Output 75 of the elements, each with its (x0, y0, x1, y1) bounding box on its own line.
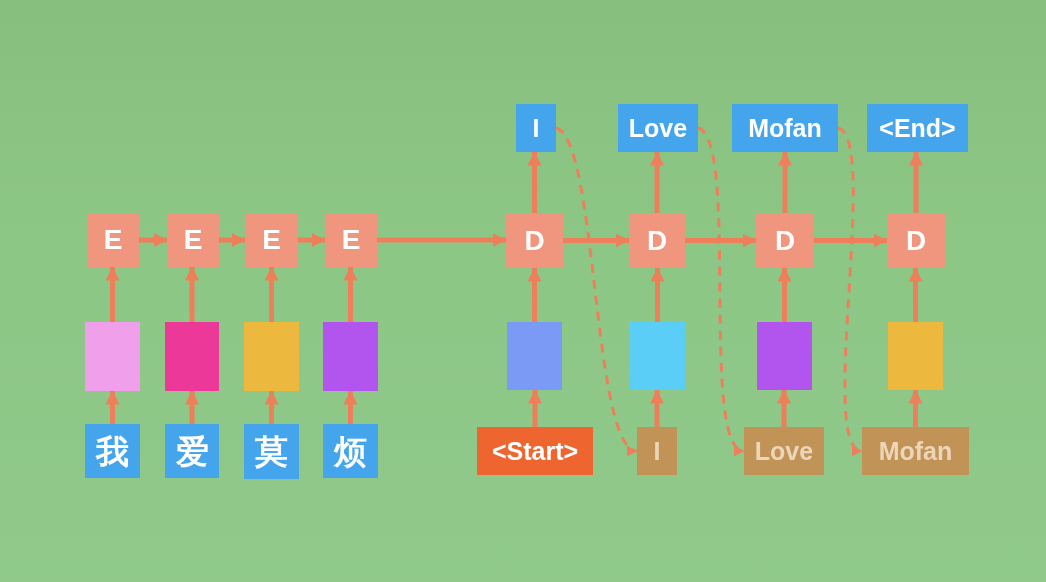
output-token: Mofan (748, 115, 822, 141)
encoder-label: E (103, 226, 123, 254)
decoder-label: D (646, 226, 668, 255)
arrow (814, 233, 888, 248)
fed-back-token: Love (754, 438, 814, 464)
arrow (298, 233, 326, 247)
encoder-label: E (341, 226, 361, 254)
output-token-box (867, 104, 968, 152)
decoder-cell (629, 213, 685, 268)
arrow (185, 266, 199, 322)
encoder-label: E (262, 226, 281, 254)
embedding-vector (888, 322, 943, 390)
arrow (527, 267, 542, 322)
decoder-label: D (774, 226, 796, 255)
input-word: 莫 (255, 435, 288, 468)
input-word: 我 (96, 434, 129, 468)
input-word-box (85, 424, 140, 478)
arrow (528, 389, 542, 427)
encoder-cell (245, 213, 298, 267)
arrow (650, 267, 665, 322)
input-word-box (244, 424, 299, 479)
decoder-label: D (905, 226, 927, 255)
arrow (908, 267, 923, 322)
output-token: I (532, 115, 540, 141)
input-word-box (323, 424, 378, 478)
arrow (909, 151, 923, 213)
arrow (563, 233, 630, 248)
arrow (343, 266, 358, 322)
output-token: <End> (879, 115, 956, 141)
output-token-box (618, 104, 698, 152)
encoder-cell (87, 213, 139, 267)
arrow (185, 390, 199, 424)
encoder-cell (325, 213, 377, 267)
arrow (264, 266, 279, 322)
arrow (908, 389, 923, 427)
arrow (650, 389, 664, 427)
embedding-vector (165, 322, 219, 391)
fed-back-token: I (653, 438, 661, 464)
embedding-vector (323, 322, 378, 391)
output-token: Love (628, 115, 688, 141)
arrow (777, 267, 792, 322)
decoder-label: D (524, 226, 545, 255)
arrow (527, 151, 542, 213)
arrow (105, 390, 120, 424)
arrow (105, 266, 120, 322)
start-token-box (477, 427, 593, 475)
encoder-label: E (183, 226, 203, 254)
start-token: <Start> (491, 438, 579, 464)
arrow (377, 233, 507, 247)
embedding-vector (757, 322, 812, 390)
arrow (139, 233, 168, 247)
embedding-vector (507, 322, 562, 390)
arrow (650, 151, 664, 213)
input-word-box (165, 424, 219, 478)
encoder-cell (167, 213, 219, 267)
fed-back-token-box (744, 427, 824, 475)
input-word: 爱 (175, 434, 209, 468)
decoder-cell (756, 213, 814, 268)
arrow (778, 151, 792, 213)
embedding-vector (630, 322, 685, 390)
embedding-vector (85, 322, 140, 391)
arrow (343, 390, 358, 424)
output-token-box (516, 104, 556, 152)
embedding-vector (244, 322, 299, 391)
decoder-cell (506, 213, 563, 268)
arrow (777, 389, 791, 427)
arrow (685, 233, 757, 248)
decoder-cell (887, 213, 945, 268)
fed-back-token: Mofan (878, 438, 953, 464)
fed-back-token-box (637, 427, 677, 475)
arrow (219, 233, 246, 247)
fed-back-token-box (862, 427, 969, 475)
input-word: 烦 (334, 434, 367, 468)
arrow (264, 390, 279, 424)
output-token-box (732, 104, 838, 152)
